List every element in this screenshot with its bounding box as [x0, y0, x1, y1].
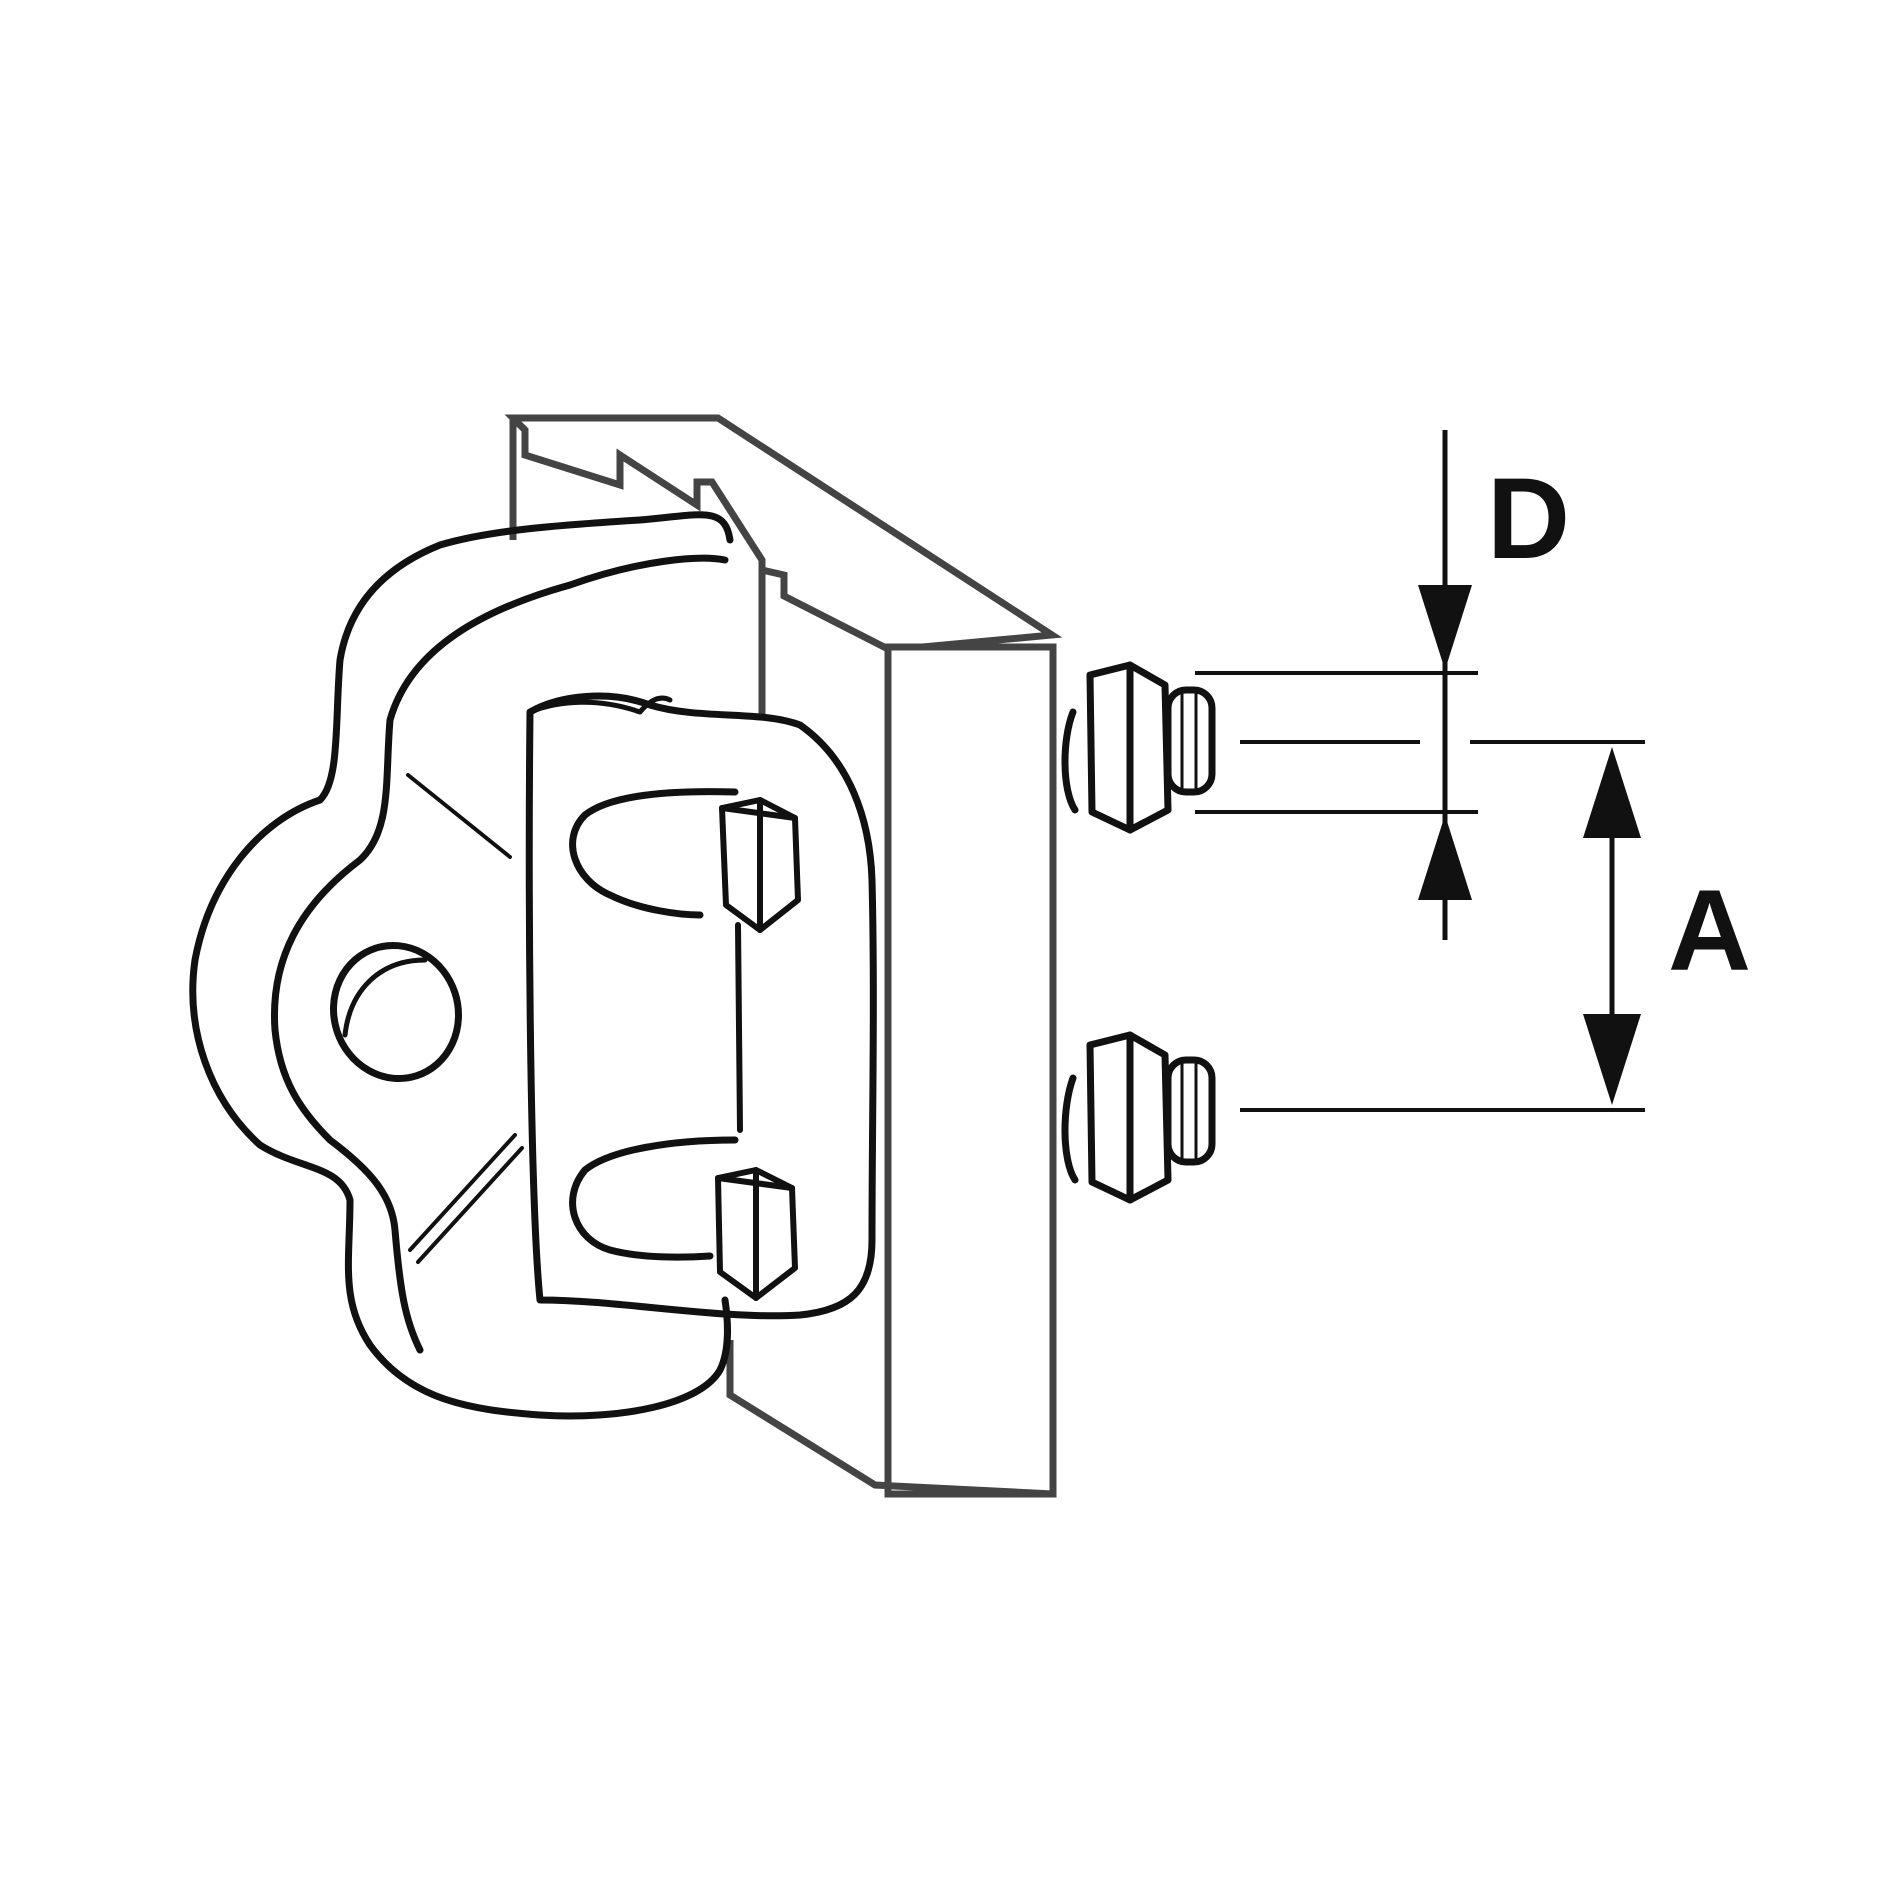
plate-inner-edge	[735, 922, 743, 1133]
front-bolt-top	[719, 797, 801, 933]
label-a: A	[1668, 867, 1751, 995]
dimension-arrows	[1418, 585, 1641, 1105]
front-bolt-bottom-facet-2	[715, 1175, 795, 1191]
rear-nut-top-washer	[1061, 708, 1079, 814]
clamp-shadow-line-bottom-1	[408, 1133, 517, 1252]
plate-top-curl	[527, 695, 673, 715]
clamp-shadow-line-top	[406, 773, 512, 859]
plate-outline	[525, 692, 877, 1320]
clamp-outer-outline	[189, 511, 734, 1420]
label-d: D	[1487, 455, 1570, 583]
rear-stud-top-thread	[1164, 686, 1216, 796]
front-bolt-bottom	[715, 1167, 798, 1301]
lower-slot	[569, 1136, 739, 1261]
arrow-d-bottom	[1418, 815, 1472, 900]
hole-outer	[330, 941, 462, 1083]
arrow-d-top	[1418, 585, 1472, 670]
rear-stud-bottom-thread	[1164, 1056, 1216, 1166]
front-bolt-top-facet-2	[719, 805, 798, 821]
upper-slot	[569, 788, 739, 919]
clamp-body	[189, 511, 734, 1420]
hole-inner-shadow	[342, 957, 428, 1038]
rail-bottom-edge	[726, 1340, 1054, 1498]
rail-front-face	[884, 643, 1057, 1498]
rear-nut-bottom	[1061, 1031, 1216, 1204]
mounting-hole	[330, 941, 462, 1083]
rear-nut-bottom-washer	[1061, 1074, 1079, 1184]
clamp-plate	[525, 692, 877, 1320]
dimension-lines	[1195, 430, 1645, 1112]
clamp-shadow-line-bottom-2	[416, 1146, 524, 1264]
rail-bar	[504, 414, 1063, 1498]
rear-nut-top	[1061, 661, 1216, 834]
clamp-inner-outline	[270, 554, 729, 1354]
rail-top-face	[504, 414, 1063, 654]
arrow-a-top	[1583, 747, 1641, 838]
arrow-a-bottom	[1583, 1014, 1641, 1105]
